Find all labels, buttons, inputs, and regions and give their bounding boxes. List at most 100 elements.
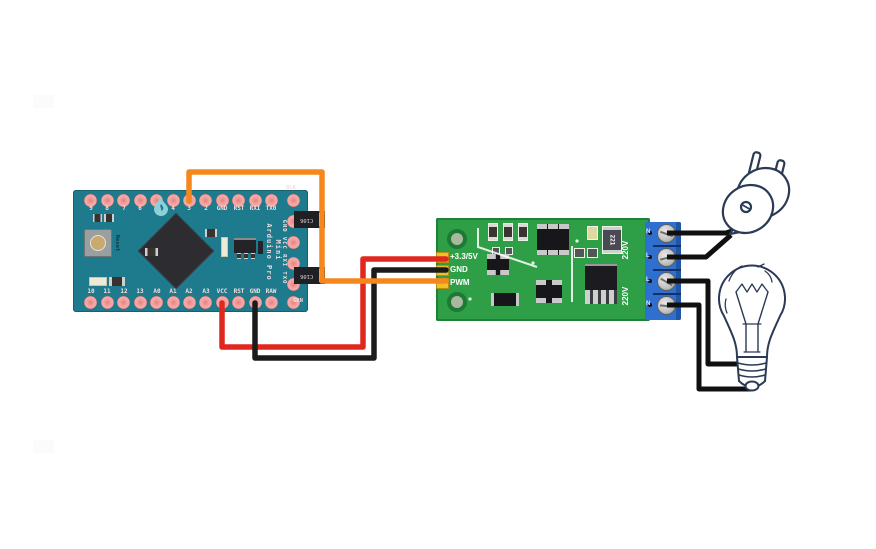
pin-label: 10	[87, 288, 95, 295]
bulb-stem	[757, 291, 769, 353]
soic8-ic	[536, 280, 562, 303]
pin-hole	[287, 236, 300, 249]
smd-resistor	[489, 224, 497, 240]
pin-label: RAW	[265, 288, 277, 295]
led-smd	[587, 226, 598, 240]
bulb-glass-reflection	[757, 263, 765, 268]
smd-component	[575, 249, 584, 257]
power-resistor-221: 221	[603, 227, 621, 253]
pin-hole	[84, 296, 97, 309]
resistor-value-label: 221	[608, 234, 616, 246]
bulb-glass-reflection	[764, 270, 773, 283]
pin-label: 13	[136, 288, 144, 295]
plug-cord-boot	[728, 217, 752, 236]
pin-label: 9	[89, 205, 93, 212]
hv-label-220v: 220V	[621, 240, 630, 260]
plug-body	[735, 166, 791, 220]
pin-hole	[167, 296, 180, 309]
smd-component	[258, 241, 263, 254]
smd-component	[588, 249, 597, 257]
bulb-thread	[737, 368, 767, 372]
triac-body	[585, 264, 617, 290]
bulb-thread	[738, 374, 766, 378]
power-plug-illustration	[721, 151, 791, 236]
pin-label: A0	[153, 288, 161, 295]
pin-label: RXI	[249, 205, 261, 212]
pin-label: 7	[122, 205, 126, 212]
pin-hole	[117, 194, 130, 207]
corner-label-blk: BLK	[286, 185, 296, 191]
pin-label: 2	[204, 205, 208, 212]
plug-prong	[769, 159, 786, 195]
terminal-label: N	[646, 229, 651, 235]
smd-component	[145, 248, 158, 256]
pin-label: 4	[171, 205, 175, 212]
pin-hole	[199, 296, 212, 309]
ic-c106: C106	[294, 211, 325, 228]
smd-component	[93, 214, 102, 222]
screw-terminal-block: N L L N	[645, 222, 681, 320]
pin-label: A2	[185, 288, 193, 295]
plug-face	[721, 183, 775, 235]
mounting-hole	[447, 292, 467, 312]
smd-component	[109, 277, 125, 286]
pin-hole	[117, 296, 130, 309]
pin-label: RST	[233, 288, 245, 295]
brand-text-arduino-pro: Arduino Pro	[265, 223, 273, 281]
input-pin-vcc	[436, 252, 449, 263]
input-pin-gnd	[436, 265, 449, 276]
ic-label: C106	[299, 216, 314, 223]
pin-label: 8	[105, 205, 109, 212]
bulb-screw-base	[736, 356, 768, 388]
ic-pin1-stripe	[319, 269, 323, 282]
pin-hole	[183, 296, 196, 309]
terminal-label: N	[646, 301, 651, 307]
plug-screw-slot	[742, 204, 750, 210]
smd-transistor	[491, 293, 519, 306]
pin-label: RST	[233, 205, 245, 212]
smd-resistor	[504, 224, 512, 240]
flame-logo-icon	[154, 197, 168, 216]
pin-label: 11	[103, 288, 111, 295]
bulb-glass-reflection	[728, 265, 743, 282]
watermark-artifact	[33, 95, 54, 108]
bulb-filament	[735, 283, 769, 293]
input-pin-pwm	[436, 278, 449, 289]
terminal-screw[interactable]	[657, 272, 676, 291]
terminal-screw[interactable]	[657, 224, 676, 243]
smd-component	[205, 229, 217, 237]
pin-label: 3	[187, 205, 191, 212]
pwm-dimmer-module: +3.3/5V GND PWM 221 220V 220V	[436, 218, 681, 321]
triac-leads	[585, 290, 617, 304]
pin-hole	[287, 194, 300, 207]
reset-label: Reset	[114, 234, 120, 252]
bulb-glass	[718, 264, 786, 358]
pin-hole	[232, 296, 245, 309]
watermark-artifact	[33, 440, 54, 453]
bulb-glass-reflection	[724, 298, 728, 314]
terminal-screw[interactable]	[657, 248, 676, 267]
pin-hole	[216, 296, 229, 309]
terminal-screw[interactable]	[657, 296, 676, 315]
triac	[585, 264, 617, 304]
ic-c106: C106	[294, 267, 325, 284]
input-label-pwm: PWM	[450, 278, 470, 287]
bulb-thread	[737, 362, 767, 366]
regulator-leg	[237, 253, 241, 259]
terminal-hole	[648, 279, 652, 283]
arduino-pro-mini-board: 9 8 7 6 5 4 3 2 GND RST RXI TX0 10 11 12…	[73, 185, 325, 312]
input-label-gnd: GND	[450, 265, 468, 274]
plug-prong	[745, 151, 762, 187]
regulator-leg	[244, 253, 248, 259]
terminal-label: L	[646, 277, 650, 283]
smd-component	[221, 237, 228, 257]
corner-label-grn: GRN	[293, 298, 303, 304]
ic-label: C106	[299, 272, 314, 279]
pin-hole	[101, 194, 114, 207]
voltage-regulator	[234, 238, 256, 253]
pin-label: TX0	[265, 205, 277, 212]
pin-hole	[134, 194, 147, 207]
smd-resistor	[519, 224, 527, 240]
reset-button[interactable]	[84, 229, 112, 257]
